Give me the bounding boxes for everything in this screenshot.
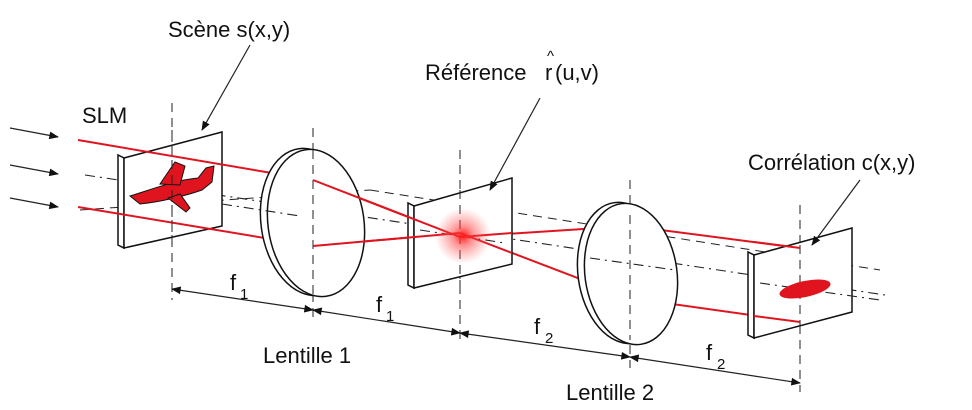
ellipse-spot-icon xyxy=(779,279,831,299)
f2-b-sub: 2 xyxy=(717,356,725,373)
f1-label-b: f 1 xyxy=(376,292,394,325)
light-rays-front xyxy=(312,179,801,323)
f2-label-b: f 2 xyxy=(706,340,725,373)
scene-label: Scène s(x,y) xyxy=(168,17,290,42)
lens-2 xyxy=(576,201,679,346)
reference-args: (u,v) xyxy=(555,60,599,85)
f2-a-sub: 2 xyxy=(545,330,553,347)
focal-dimensions xyxy=(171,286,801,386)
slm-label: SLM xyxy=(82,103,127,128)
reference-label: Référence ^ r (u,v) xyxy=(425,48,599,85)
airplane-icon xyxy=(128,161,215,213)
lens-2-label: Lentille 2 xyxy=(566,380,654,405)
f2-label-a: f 2 xyxy=(534,314,553,347)
fourier-spot-glow xyxy=(435,208,491,264)
incoming-light-arrows xyxy=(9,127,59,210)
lens-1-label: Lentille 1 xyxy=(263,343,351,368)
correlation-label: Corrélation c(x,y) xyxy=(748,150,915,175)
reference-label-prefix: Référence xyxy=(425,60,527,85)
f2-a-letter: f xyxy=(534,314,541,339)
f1-a-sub: 1 xyxy=(240,286,248,303)
f1-b-sub: 1 xyxy=(386,308,394,325)
f1-a-letter: f xyxy=(230,270,237,295)
lens-1 xyxy=(259,147,366,298)
f1-b-letter: f xyxy=(376,292,383,317)
label-pointers xyxy=(201,44,861,246)
reference-hat: ^ xyxy=(547,48,554,65)
reference-r: r xyxy=(545,60,552,85)
f1-label-a: f 1 xyxy=(230,270,248,303)
f2-b-letter: f xyxy=(706,340,713,365)
